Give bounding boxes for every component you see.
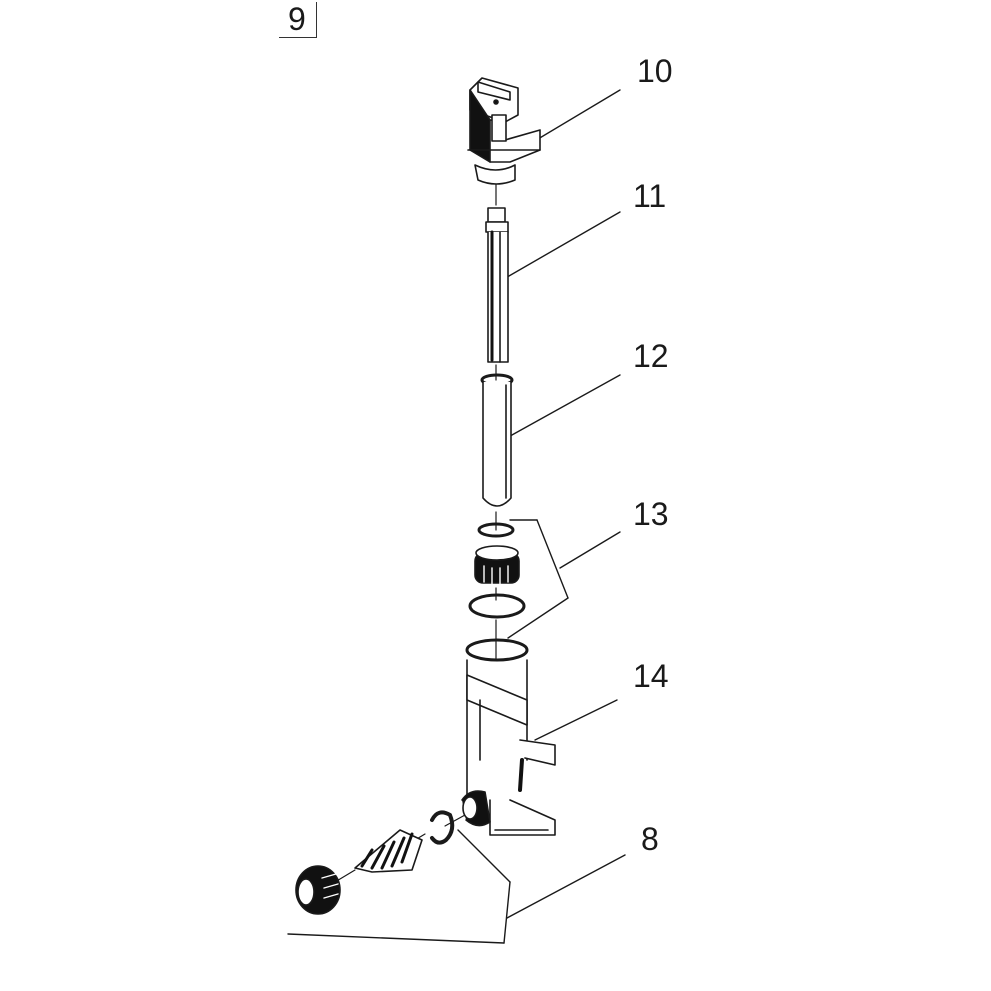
part-14-valve-housing xyxy=(465,638,556,836)
part-13-seal-set xyxy=(468,522,526,619)
part-12-guide-tube xyxy=(480,373,514,507)
callout-13: 13 xyxy=(633,496,669,532)
callout-11: 11 xyxy=(633,178,667,214)
leader-lines xyxy=(287,89,626,944)
callout-8: 8 xyxy=(641,821,659,857)
callout-12: 12 xyxy=(633,338,669,374)
callout-14: 14 xyxy=(633,658,669,694)
figure-number: 9 xyxy=(288,1,306,37)
assembly-axis xyxy=(329,179,497,886)
part-10-solenoid-head xyxy=(467,77,541,185)
callout-10: 10 xyxy=(637,53,673,89)
part-8-hose-connector xyxy=(295,790,491,915)
part-11-plunger-rod xyxy=(485,207,509,363)
figure-number-box: 9 xyxy=(279,1,317,38)
